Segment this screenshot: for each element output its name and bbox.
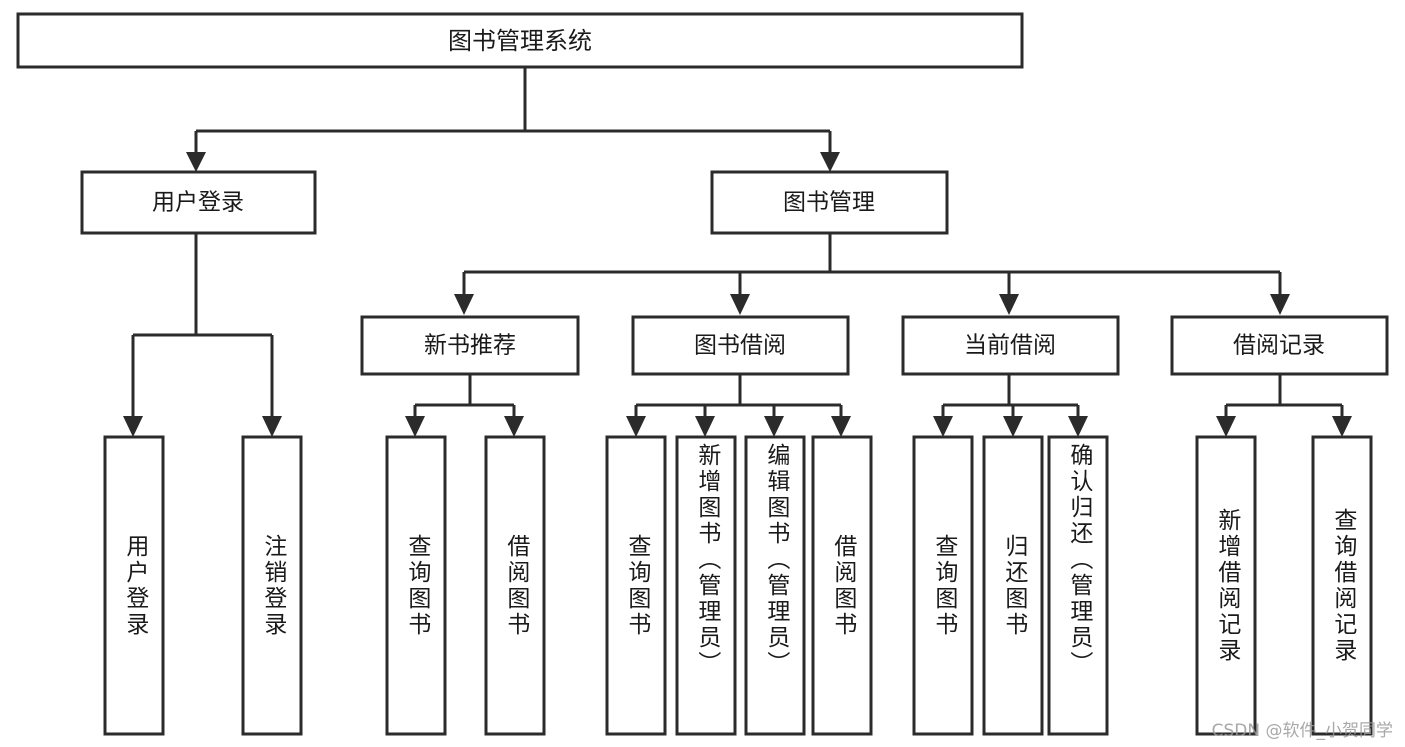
node-leaf-borrow-book-1-box[interactable] xyxy=(484,435,546,736)
node-book-borrow-box[interactable] xyxy=(631,315,850,376)
node-borrow-record-label: 借阅记录 xyxy=(1233,333,1325,359)
arrow-to-book-manage xyxy=(820,152,840,172)
node-leaf-confirm-return-box[interactable] xyxy=(1047,435,1109,736)
node-current-borrow-box[interactable] xyxy=(901,315,1120,376)
arrow-to-leaf-query-book-2 xyxy=(626,416,646,437)
node-leaf-add-book-box[interactable] xyxy=(675,435,737,736)
node-root-label: 图书管理系统 xyxy=(448,27,592,55)
arrow-to-leaf-borrow-book-1 xyxy=(504,416,524,437)
arrow-to-leaf-return-book xyxy=(1003,416,1023,437)
node-new-book-recommend-label: 新书推荐 xyxy=(424,333,516,359)
arrow-to-leaf-query-book-1 xyxy=(405,416,425,437)
arrow-to-leaf-user-login xyxy=(123,416,143,437)
arrow-to-book-borrow xyxy=(730,294,750,315)
arrow-to-leaf-borrow-book-2 xyxy=(831,416,851,437)
node-user-login-label: 用户登录 xyxy=(152,190,244,216)
node-borrow-record-box[interactable] xyxy=(1170,315,1389,376)
node-user-login[interactable]: 用户登录 xyxy=(80,170,317,235)
node-root[interactable]: 图书管理系统 xyxy=(16,12,1024,69)
node-leaf-query-book-1-box[interactable] xyxy=(385,435,447,736)
node-new-book-recommend-box[interactable] xyxy=(360,315,580,376)
connector-book-borrow-bus xyxy=(634,375,843,418)
node-leaf-query-record-box[interactable] xyxy=(1311,435,1373,736)
connector-layer xyxy=(123,67,1352,437)
connector-root-bus xyxy=(194,67,832,152)
arrow-to-leaf-add-record xyxy=(1216,416,1236,437)
arrow-to-leaf-query-record xyxy=(1332,416,1352,437)
node-book-manage-label: 图书管理 xyxy=(783,190,875,216)
node-current-borrow[interactable]: 当前借阅 xyxy=(901,315,1120,376)
connector-borrow-record-bus xyxy=(1224,375,1344,418)
connector-new-book-recommend-bus xyxy=(413,375,516,418)
arrow-to-leaf-edit-book xyxy=(764,416,784,437)
arrow-to-leaf-add-book xyxy=(695,416,715,437)
node-root-box[interactable] xyxy=(16,12,1024,69)
node-current-borrow-label: 当前借阅 xyxy=(964,333,1056,359)
node-book-manage[interactable]: 图书管理 xyxy=(710,170,949,235)
arrow-to-leaf-user-logout xyxy=(262,416,282,437)
node-user-login-box[interactable] xyxy=(80,170,317,235)
node-leaf-borrow-book-2-box[interactable] xyxy=(811,435,873,736)
node-leaf-user-logout-box[interactable] xyxy=(241,435,303,736)
arrow-to-borrow-record xyxy=(1270,294,1290,315)
node-leaf-query-book-3-box[interactable] xyxy=(912,435,974,736)
arrow-to-user-login xyxy=(186,152,206,172)
node-book-manage-box[interactable] xyxy=(710,170,949,235)
connector-user-login-bus xyxy=(131,233,274,418)
node-leaf-edit-book-box[interactable] xyxy=(744,435,806,736)
connector-book-manage-bus xyxy=(462,233,1282,296)
node-new-book-recommend[interactable]: 新书推荐 xyxy=(360,315,580,376)
connector-current-borrow-bus xyxy=(941,375,1080,418)
node-leaf-user-login-box[interactable] xyxy=(103,435,165,736)
arrow-to-new-book-recommend xyxy=(454,294,474,315)
node-borrow-record[interactable]: 借阅记录 xyxy=(1170,315,1389,376)
node-leaf-return-book-box[interactable] xyxy=(982,435,1044,736)
leaf-box-layer xyxy=(103,435,1373,736)
node-book-borrow[interactable]: 图书借阅 xyxy=(631,315,850,376)
node-leaf-query-book-2-box[interactable] xyxy=(605,435,667,736)
arrow-to-current-borrow xyxy=(999,294,1019,315)
arrow-to-leaf-confirm-return xyxy=(1068,416,1088,437)
arrow-to-leaf-query-book-3 xyxy=(933,416,953,437)
node-book-borrow-label: 图书借阅 xyxy=(694,333,786,359)
node-leaf-add-record-box[interactable] xyxy=(1195,435,1257,736)
